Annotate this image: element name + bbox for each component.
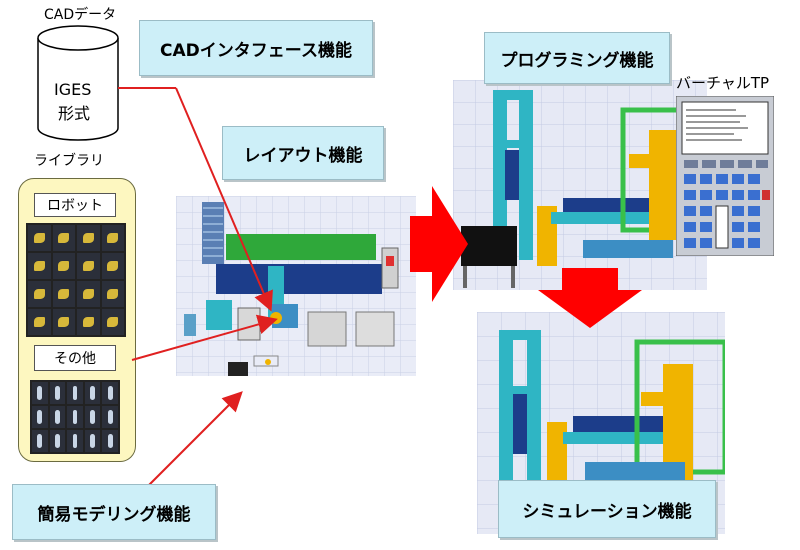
callout-layout: レイアウト機能 — [222, 126, 384, 180]
part-thumbnail[interactable] — [67, 430, 83, 452]
part-thumbnail[interactable] — [84, 430, 101, 452]
robot-thumbnail[interactable] — [28, 225, 51, 251]
part-thumbnail[interactable] — [32, 430, 48, 452]
callout-simulation: シミュレーション機能 — [498, 480, 716, 538]
robot-thumbnail[interactable] — [28, 309, 51, 335]
robot-thumbnail[interactable] — [101, 309, 124, 335]
robot-thumbnail[interactable] — [77, 281, 100, 307]
part-thumbnail[interactable] — [49, 406, 66, 428]
callout-cad-interface: CADインタフェース機能 — [139, 20, 373, 76]
part-thumbnail[interactable] — [67, 406, 83, 428]
big-right-arrow — [410, 186, 468, 302]
robot-thumbnail-grid — [26, 223, 126, 337]
robot-thumbnail[interactable] — [101, 253, 124, 279]
layout-view-image — [176, 196, 416, 376]
part-thumbnail[interactable] — [49, 430, 66, 452]
part-thumbnail[interactable] — [102, 430, 118, 452]
cad-format-keishiki: 形式 — [58, 104, 91, 123]
robot-thumbnail[interactable] — [52, 253, 75, 279]
callout-programming: プログラミング機能 — [484, 32, 670, 84]
part-thumbnail[interactable] — [32, 382, 48, 404]
robot-thumbnail[interactable] — [101, 281, 124, 307]
callout-simple-modeling: 簡易モデリング機能 — [12, 484, 216, 540]
robot-thumbnail[interactable] — [52, 225, 75, 251]
library-robot-header: ロボット — [34, 193, 116, 217]
cad-format-iges: IGES — [54, 80, 92, 99]
robot-thumbnail[interactable] — [77, 253, 100, 279]
virtual-teach-pendant[interactable] — [676, 96, 774, 256]
part-thumbnail[interactable] — [84, 406, 101, 428]
part-thumbnail[interactable] — [49, 382, 66, 404]
robot-thumbnail[interactable] — [52, 309, 75, 335]
part-thumbnail[interactable] — [84, 382, 101, 404]
virtual-tp-label: バーチャルTP — [676, 74, 770, 92]
robot-thumbnail[interactable] — [77, 309, 100, 335]
part-thumbnail[interactable] — [32, 406, 48, 428]
robot-thumbnail[interactable] — [77, 225, 100, 251]
big-down-arrow — [538, 268, 642, 328]
programming-view-image — [453, 80, 707, 290]
other-thumbnail-grid — [30, 380, 120, 454]
part-thumbnail[interactable] — [102, 406, 118, 428]
library-other-header: その他 — [34, 345, 116, 371]
robot-thumbnail[interactable] — [101, 225, 124, 251]
cad-data-label: CADデータ — [44, 7, 117, 23]
part-thumbnail[interactable] — [67, 382, 83, 404]
library-label: ライブラリ — [34, 153, 104, 169]
part-thumbnail[interactable] — [102, 382, 118, 404]
robot-thumbnail[interactable] — [52, 281, 75, 307]
robot-thumbnail[interactable] — [28, 281, 51, 307]
database-cylinder-icon — [37, 25, 119, 141]
robot-thumbnail[interactable] — [28, 253, 51, 279]
